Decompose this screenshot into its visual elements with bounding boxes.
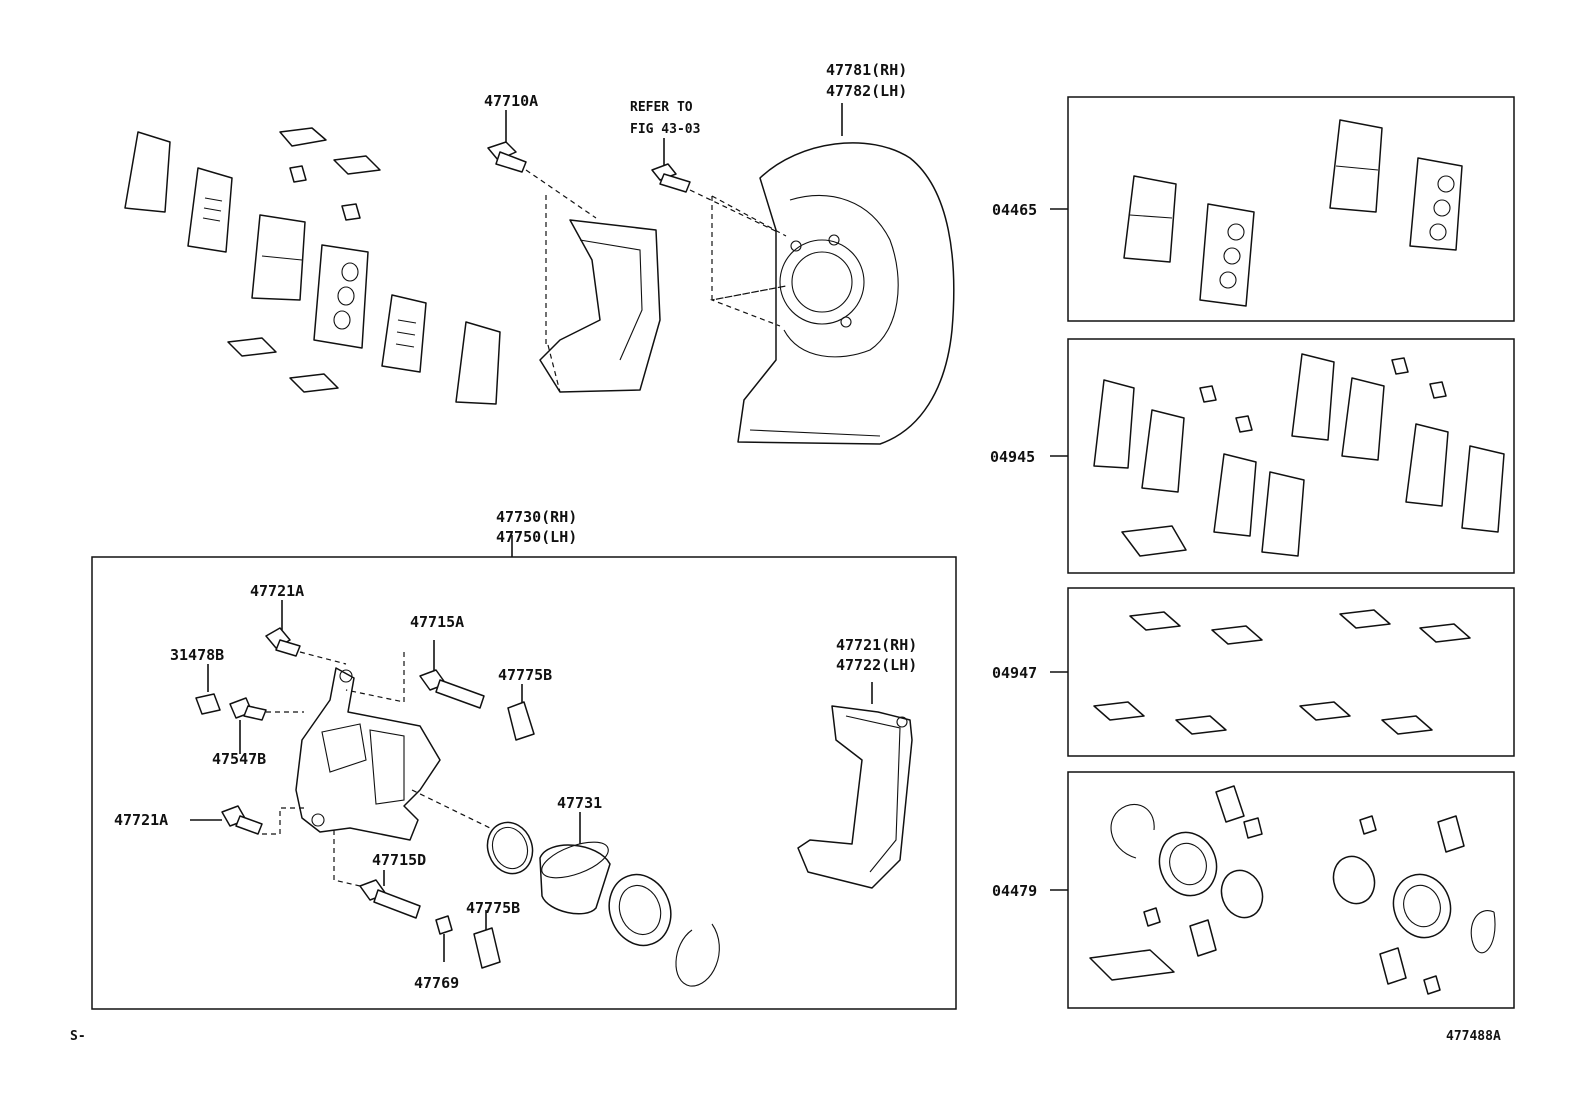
label-47722-lh: 47722(LH) — [836, 656, 917, 674]
mounting-bolt-refer — [651, 138, 787, 237]
figure-id: 477488A — [1446, 1029, 1501, 1044]
mounting-bolt-47710A — [487, 110, 597, 219]
label-refer-to: REFER TO — [630, 100, 693, 115]
label-47775B-bottom: 47775B — [466, 899, 520, 917]
bushing-47769 — [435, 915, 453, 962]
boot-47775B-top — [507, 684, 535, 741]
label-kit-04945: 04945 — [990, 448, 1035, 466]
label-47715D: 47715D — [372, 851, 426, 869]
label-47715A: 47715A — [410, 613, 464, 631]
label-kit-04479: 04479 — [992, 882, 1037, 900]
kit-04947-clips — [1093, 609, 1471, 735]
boot-47775B-bottom — [473, 910, 501, 969]
label-47731: 47731 — [557, 794, 602, 812]
label-47769: 47769 — [414, 974, 459, 992]
caliper-assembly-box — [91, 556, 957, 1010]
label-47721-rh: 47721(RH) — [836, 636, 917, 654]
label-47721A-top: 47721A — [250, 582, 304, 600]
label-refer-fig: FIG 43-03 — [630, 122, 700, 137]
bolt-47721A-left — [190, 805, 304, 835]
cap-31478B — [195, 664, 221, 715]
kit-04479-seals — [1089, 785, 1496, 995]
corner-mark: S- — [70, 1029, 86, 1044]
bleeder-plug-47547B — [229, 697, 304, 754]
piston-boot — [608, 873, 672, 947]
piston-47731 — [539, 812, 611, 915]
label-47782-lh: 47782(LH) — [826, 82, 907, 100]
bleeder-plug-47721A-top — [265, 600, 347, 665]
caliper-body — [295, 667, 441, 841]
slide-pin-47715D — [333, 830, 421, 919]
label-47547B: 47547B — [212, 750, 266, 768]
label-31478B: 31478B — [170, 646, 224, 664]
label-47750-lh: 47750(LH) — [496, 528, 577, 546]
disc-brake-dust-shield — [709, 103, 955, 445]
pad-assembly-exploded — [124, 127, 501, 405]
kit-04945-shims — [1093, 353, 1505, 557]
label-kit-04465: 04465 — [992, 201, 1037, 219]
label-47721A-left: 47721A — [114, 811, 168, 829]
label-47775B-top: 47775B — [498, 666, 552, 684]
retaining-ring — [675, 923, 720, 987]
kit-04465-pads — [1123, 119, 1463, 307]
label-kit-04947: 04947 — [992, 664, 1037, 682]
slide-pin-47715A — [345, 640, 485, 709]
label-47730-rh: 47730(RH) — [496, 508, 577, 526]
kit-box-04947 — [1067, 587, 1515, 757]
mounting-bracket-47721 — [797, 682, 913, 889]
label-47781-rh: 47781(RH) — [826, 61, 907, 79]
piston-seal-ring — [411, 789, 534, 875]
caliper-mounting-bracket — [539, 195, 661, 393]
label-47710A: 47710A — [484, 92, 538, 110]
